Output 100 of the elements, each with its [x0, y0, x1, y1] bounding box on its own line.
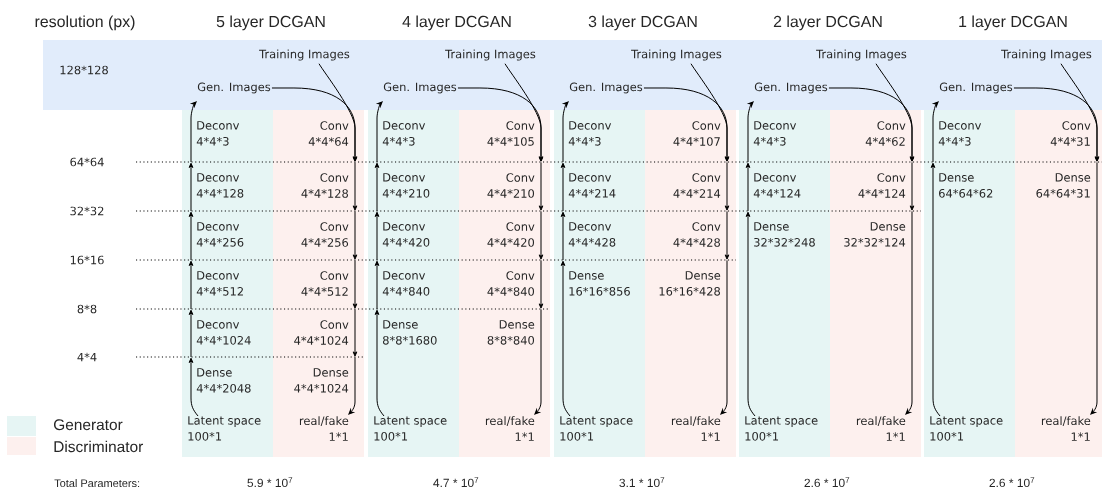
arrow [905, 210, 913, 415]
arrow [562, 101, 569, 163]
arrow [352, 161, 358, 211]
layer-label: Conv 4*4*31 [1050, 121, 1091, 146]
output-label: real/fake 1*1 [671, 416, 721, 441]
layer-label: Deconv 4*4*124 [753, 173, 801, 198]
arrow [643, 87, 730, 162]
arrow [538, 259, 544, 309]
input-label: Latent space 100*1 [930, 416, 1003, 441]
arrow [538, 210, 544, 260]
arrow [188, 309, 194, 358]
arrow [932, 101, 939, 163]
arrow [188, 162, 194, 212]
legend-label: Discriminator [54, 440, 144, 453]
resolution-label: 8*8 [77, 304, 97, 314]
layer-label: Conv 4*4*210 [487, 173, 535, 198]
arrow [374, 162, 380, 212]
layer-label: Conv 4*4*512 [301, 271, 349, 296]
resolution-label: 128*128 [60, 65, 108, 75]
column-title: 1 layer DCGAN [959, 15, 1067, 31]
image-label: Training Images [259, 49, 350, 61]
layer-label: Deconv 4*4*840 [382, 271, 430, 296]
layer-label: Deconv 4*4*3 [196, 121, 240, 146]
arrow [930, 162, 941, 417]
layer-label: Dense 32*32*248 [754, 222, 815, 247]
legend-label: Generator [54, 419, 123, 431]
layer-label: Deconv 4*4*210 [382, 173, 430, 198]
total-parameters-label: Total Parameters: [54, 479, 140, 488]
image-label: Gen. Images [569, 82, 643, 94]
column-title: 5 layer DCGAN [216, 15, 325, 31]
arrow [190, 101, 197, 163]
output-label: real/fake 1*1 [1041, 416, 1091, 441]
axis-label: resolution (px) [35, 15, 135, 31]
arrow [828, 87, 915, 162]
arrow [724, 210, 730, 260]
image-label: Training Images [631, 49, 722, 61]
image-label: Gen. Images [939, 82, 1013, 94]
layer-label: Conv 4*4*128 [301, 173, 349, 198]
image-label: Gen. Images [754, 82, 828, 94]
input-label: Latent space 100*1 [188, 416, 261, 441]
arrow [534, 308, 542, 415]
layer-label: Conv 4*4*124 [858, 173, 906, 198]
image-label: Training Images [1001, 49, 1092, 61]
arrow [1090, 161, 1098, 415]
arrow [747, 101, 754, 163]
layer-label: Deconv 4*4*3 [568, 121, 612, 146]
arrow [560, 211, 566, 261]
arrow [271, 87, 358, 162]
arrow [188, 357, 199, 417]
arrow [352, 259, 358, 309]
arrow [188, 260, 194, 310]
arrow [348, 356, 356, 415]
layer-label: Dense 16*16*428 [659, 271, 721, 296]
layer-label: Dense 4*4*2048 [196, 368, 251, 393]
layer-label: Deconv 4*4*128 [196, 173, 244, 198]
parameter-count: 2.6 * 10$^{7}$ [804, 477, 850, 488]
layer-label: Conv 4*4*1024 [294, 320, 349, 345]
input-label: Latent space 100*1 [560, 416, 633, 441]
layer-label: Conv 4*4*105 [487, 121, 535, 146]
input-label: Latent space 100*1 [374, 416, 447, 441]
arrow [560, 162, 566, 212]
arrow [374, 211, 380, 261]
layer-label: Conv 4*4*62 [865, 121, 906, 146]
parameter-count: 2.6 * 10$^{7}$ [989, 477, 1035, 488]
resolution-label: 64*64 [70, 157, 104, 167]
arrow [724, 161, 730, 211]
layer-label: Deconv 4*4*3 [753, 121, 797, 146]
arrow [352, 210, 358, 260]
image-label: Training Images [816, 49, 907, 61]
layer-label: Dense 32*32*124 [844, 222, 906, 247]
layer-label: Deconv 4*4*512 [196, 271, 243, 296]
layer-label: Dense 8*8*1680 [383, 320, 437, 345]
layer-label: Deconv 4*4*214 [568, 173, 616, 198]
arrow [374, 260, 380, 310]
arrow [745, 162, 751, 212]
image-label: Gen. Images [383, 82, 457, 94]
layer-label: Conv 4*4*420 [487, 222, 535, 247]
layer-label: Conv 4*4*428 [673, 222, 721, 247]
column-title: 4 layer DCGAN [402, 15, 511, 31]
arrow [538, 161, 544, 211]
arrow [560, 260, 571, 417]
layer-label: Conv 4*4*107 [673, 121, 721, 146]
image-label: Gen. Images [197, 82, 271, 94]
arrow [188, 211, 194, 261]
arrow [1013, 87, 1100, 162]
layer-label: Conv 4*4*64 [308, 121, 349, 146]
layer-label: Dense 4*4*1024 [294, 368, 349, 393]
arrow [374, 309, 385, 417]
column-title: 3 layer DCGAN [588, 15, 697, 31]
layer-label: Deconv 4*4*1024 [196, 320, 251, 345]
layer-label: Dense 64*64*31 [1036, 173, 1091, 198]
layer-label: Conv 4*4*840 [487, 271, 535, 296]
arrow [909, 161, 915, 211]
layer-label: Conv 4*4*256 [301, 222, 349, 247]
arrow [352, 308, 358, 357]
layer-label: Deconv 4*4*256 [196, 222, 244, 247]
layer-label: Deconv 4*4*3 [382, 121, 426, 146]
resolution-label: 32*32 [70, 206, 104, 216]
parameter-count: 4.7 * 10$^{7}$ [433, 477, 479, 488]
arrow [720, 259, 728, 415]
